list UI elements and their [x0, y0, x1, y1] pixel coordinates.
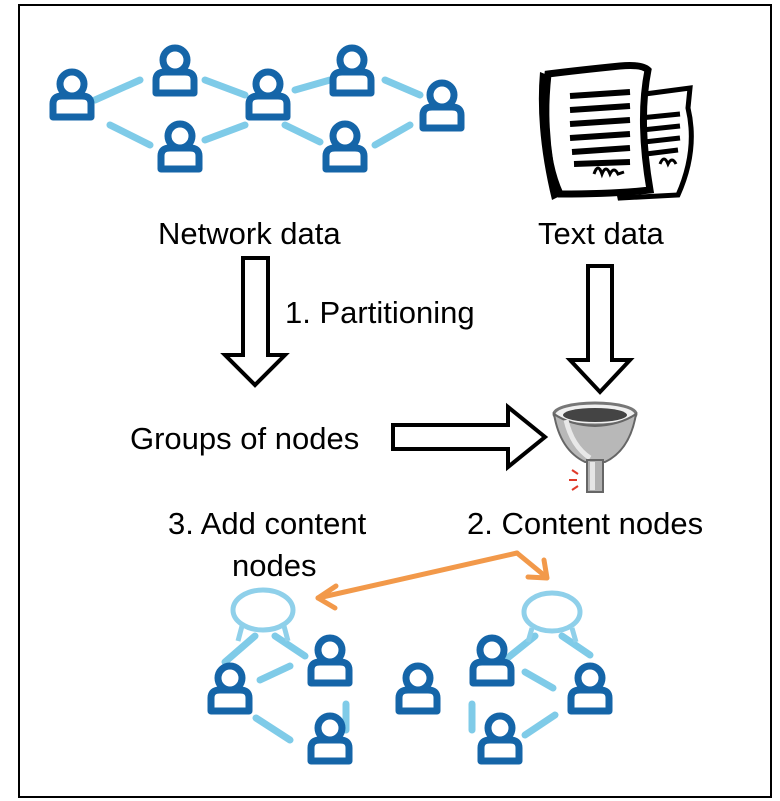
- person-icon: [311, 638, 349, 683]
- person-icon: [311, 716, 349, 761]
- content-node-icon: [230, 587, 296, 642]
- person-icon: [53, 72, 91, 117]
- edge: [91, 76, 144, 104]
- edge: [291, 76, 334, 94]
- person-icon: [161, 124, 199, 169]
- edge: [281, 121, 324, 146]
- edge: [221, 632, 259, 666]
- label-network-data: Network data: [158, 216, 341, 251]
- edge: [106, 121, 154, 149]
- content-node-icon: [521, 590, 583, 643]
- network-graph-top: [91, 76, 424, 149]
- arrow-groups-right: [391, 402, 549, 472]
- edge: [201, 121, 249, 144]
- edge: [521, 711, 559, 739]
- block-arrow-icon: [220, 256, 635, 472]
- edge: [381, 76, 424, 99]
- label-content-nodes: 2. Content nodes: [467, 506, 704, 541]
- person-icon: [473, 638, 511, 683]
- edge: [201, 76, 249, 99]
- person-icon: [326, 124, 364, 169]
- edge: [558, 632, 594, 659]
- edge: [371, 121, 414, 149]
- edge: [521, 668, 557, 692]
- label-add-content-line1: 3. Add content: [168, 506, 367, 541]
- arrow-text-down: [565, 264, 635, 395]
- isolated-node: [399, 666, 437, 711]
- edge: [252, 714, 294, 744]
- person-icon: [571, 666, 609, 711]
- person-icon: [333, 48, 371, 93]
- person-icon: [156, 48, 194, 93]
- person-icon: [481, 716, 519, 761]
- diagram-frame: [18, 4, 772, 798]
- network-nodes-top: [53, 48, 461, 169]
- edge: [271, 632, 309, 660]
- person-icon: [249, 72, 287, 117]
- label-partitioning: 1. Partitioning: [285, 295, 475, 330]
- arrow-partitioning: [220, 256, 290, 388]
- group-left-edges: [221, 632, 350, 744]
- content-link-arrow: [315, 550, 550, 611]
- label-text-data: Text data: [538, 216, 664, 251]
- edge: [256, 662, 294, 684]
- label-groups-of-nodes: Groups of nodes: [130, 421, 360, 456]
- document-icon: [538, 62, 694, 201]
- label-add-content-line2: nodes: [232, 548, 317, 583]
- funnel-icon: [552, 401, 638, 493]
- person-icon: [211, 666, 249, 711]
- person-icon: [423, 83, 461, 128]
- person-icon: [399, 666, 437, 711]
